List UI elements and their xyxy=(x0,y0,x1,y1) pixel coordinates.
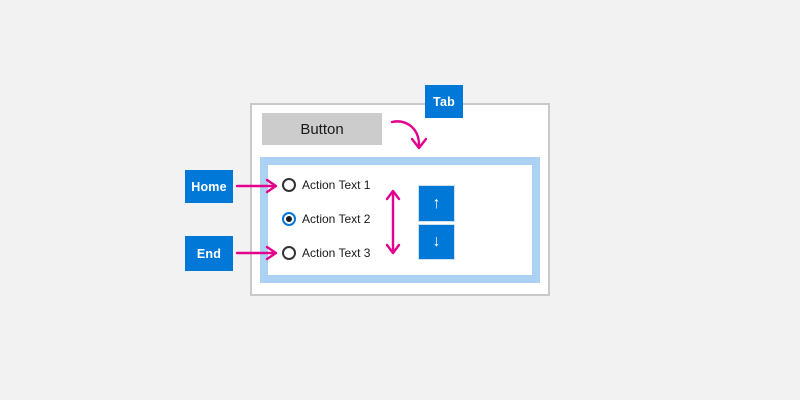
radio-option-2[interactable]: Action Text 2 xyxy=(282,209,370,229)
focus-region-panel xyxy=(260,157,540,283)
end-key-label: End xyxy=(196,246,222,261)
radio-icon[interactable] xyxy=(282,246,296,260)
radio-option-2-label: Action Text 2 xyxy=(302,212,371,226)
up-arrow-icon: ↑ xyxy=(432,194,441,212)
radio-icon[interactable] xyxy=(282,178,296,192)
end-key-badge: End xyxy=(185,236,233,271)
up-arrow-key-button[interactable]: ↑ xyxy=(418,185,455,222)
home-key-badge: Home xyxy=(185,170,233,203)
sample-button[interactable]: Button xyxy=(262,113,382,145)
down-arrow-icon: ↓ xyxy=(432,233,441,250)
radio-option-3-label: Action Text 3 xyxy=(302,246,371,260)
tab-key-label: Tab xyxy=(433,94,455,109)
tab-key-badge: Tab xyxy=(425,85,463,118)
radio-option-1-label: Action Text 1 xyxy=(302,178,371,192)
radio-option-3[interactable]: Action Text 3 xyxy=(282,243,370,263)
radio-icon[interactable] xyxy=(282,212,296,226)
radio-option-1[interactable]: Action Text 1 xyxy=(282,175,370,195)
sample-button-label: Button xyxy=(300,120,344,138)
down-arrow-key-button[interactable]: ↓ xyxy=(418,224,455,260)
home-key-label: Home xyxy=(191,179,227,194)
